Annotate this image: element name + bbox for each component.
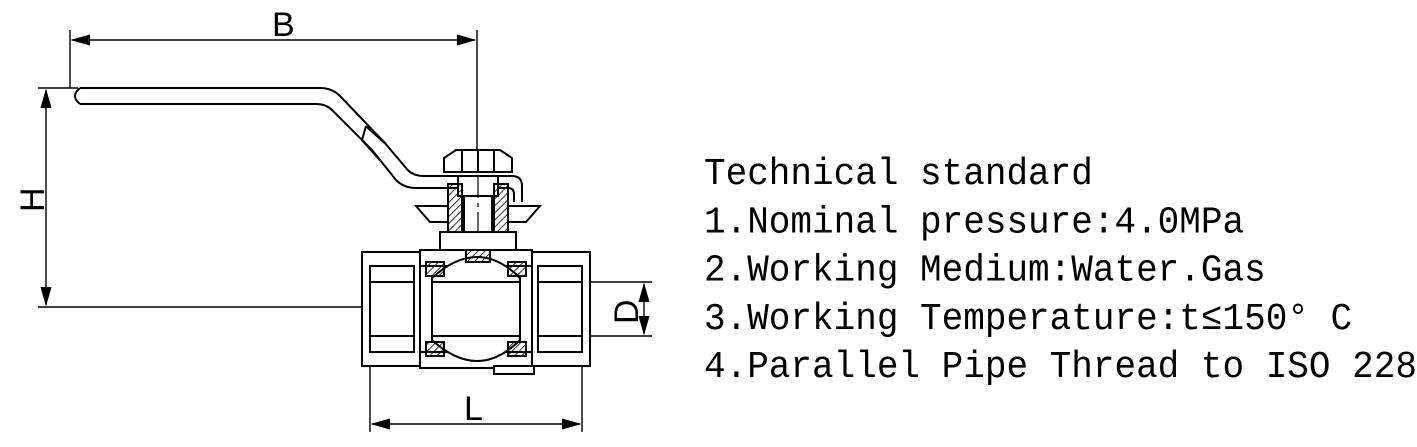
valve-handle: [74, 87, 523, 202]
spec-item-working-medium: 2.Working Medium:Water.Gas: [704, 248, 1266, 293]
dimension-b: B: [69, 6, 478, 165]
spec-item-nominal-pressure: 1.Nominal pressure:4.0MPa: [704, 200, 1245, 244]
technical-standard-block: Technical standard 1.Nominal pressure:4.…: [704, 150, 1417, 391]
spec-title: Technical standard: [704, 152, 1093, 196]
valve-stem: [413, 175, 543, 310]
dimension-h-label: H: [14, 187, 52, 212]
dimension-b-label: B: [272, 6, 295, 44]
dimension-d-label: D: [608, 299, 646, 324]
ball-valve-drawing: B H D L: [14, 6, 1417, 432]
stem-nut: [443, 149, 513, 173]
spec-item-working-temperature: 3.Working Temperature:t≤150° C: [704, 296, 1353, 341]
valve-technical-drawing: B H D L: [14, 6, 652, 432]
spec-item-pipe-thread: 4.Parallel Pipe Thread to ISO 228: [704, 345, 1417, 389]
dimension-l-label: L: [464, 390, 483, 428]
valve-body: [361, 249, 591, 375]
dimension-d: D: [580, 281, 652, 337]
dimension-l: L: [369, 360, 583, 432]
